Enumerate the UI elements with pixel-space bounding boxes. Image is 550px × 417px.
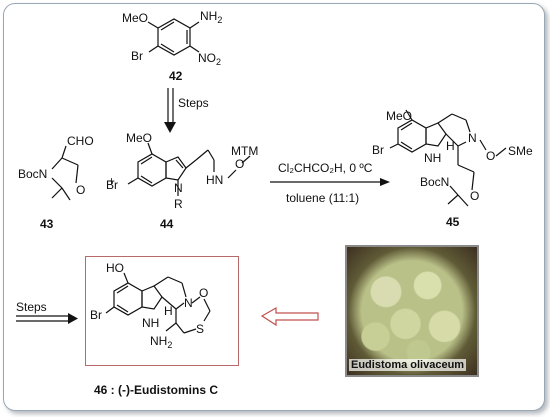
c42-no2: NO2 bbox=[198, 51, 221, 67]
c42-nh2: NH2 bbox=[200, 9, 222, 25]
open-arrow bbox=[260, 306, 319, 327]
compound-42: MeO NH2 Br NO2 42 bbox=[122, 9, 222, 83]
c45-bocn: BocN bbox=[420, 175, 449, 189]
steps-down-arrow: Steps bbox=[164, 88, 209, 133]
photo-caption: Eudistoma olivaceum bbox=[349, 359, 467, 371]
compound-44: MeO Br N R HN O MTM 44 bbox=[106, 131, 258, 231]
c42-number: 42 bbox=[169, 69, 183, 83]
c44-n: N bbox=[174, 181, 183, 195]
c44-hn: HN bbox=[206, 173, 223, 187]
compound-45: MeO Br H NH N O SMe BocN O 45 bbox=[372, 109, 533, 229]
steps-label-2: Steps bbox=[16, 300, 47, 314]
c45-br: Br bbox=[372, 143, 384, 157]
reaction-arrow: Cl₂CHCO₂H, 0 ºC toluene (11:1) bbox=[270, 161, 390, 205]
plus-sign: + bbox=[108, 174, 115, 188]
c43-cho: CHO bbox=[67, 134, 94, 148]
reagent-bottom: toluene (11:1) bbox=[286, 191, 359, 205]
c45-nh: NH bbox=[424, 151, 441, 165]
c43-o: O bbox=[76, 183, 85, 197]
c44-o: O bbox=[235, 157, 244, 171]
c42-br: Br bbox=[131, 49, 143, 63]
product-box: HO Br H NH N O S NH2 bbox=[85, 256, 239, 366]
c46-br: Br bbox=[90, 308, 102, 322]
c45-sme: SMe bbox=[508, 144, 533, 158]
c46-o: O bbox=[199, 286, 208, 300]
compound-43: CHO BocN O 43 bbox=[18, 134, 94, 231]
c43-bocn: BocN bbox=[18, 167, 47, 181]
c44-r: R bbox=[174, 197, 183, 211]
organism-photo: Eudistoma olivaceum bbox=[345, 245, 479, 377]
c46-h: H bbox=[164, 304, 173, 318]
c44-br: Br bbox=[106, 178, 118, 192]
c45-h: H bbox=[446, 139, 455, 153]
c45-o: O bbox=[486, 149, 495, 163]
c45-meo: MeO bbox=[386, 109, 412, 123]
steps-final-arrow: Steps bbox=[16, 300, 78, 324]
c45-o2: O bbox=[470, 189, 479, 203]
steps-label-1: Steps bbox=[178, 96, 209, 110]
c46-s: S bbox=[196, 322, 204, 336]
c44-number: 44 bbox=[160, 217, 174, 231]
c43-number: 43 bbox=[40, 217, 54, 231]
reagent-top: Cl₂CHCO₂H, 0 ºC bbox=[278, 161, 373, 175]
c46-ho: HO bbox=[106, 261, 124, 275]
c45-n: N bbox=[468, 131, 477, 145]
c42-meo: MeO bbox=[122, 11, 148, 25]
c46-nh: NH bbox=[142, 316, 159, 330]
c46-n: N bbox=[184, 296, 193, 310]
c46-number: 46 : (-)-Eudistomins C bbox=[94, 383, 218, 397]
c45-number: 45 bbox=[446, 215, 460, 229]
c46-nh2: NH2 bbox=[150, 334, 172, 350]
c44-meo: MeO bbox=[126, 131, 152, 145]
compound-46: HO Br H NH N O S NH2 bbox=[90, 261, 211, 350]
c44-mtm: MTM bbox=[231, 144, 258, 158]
